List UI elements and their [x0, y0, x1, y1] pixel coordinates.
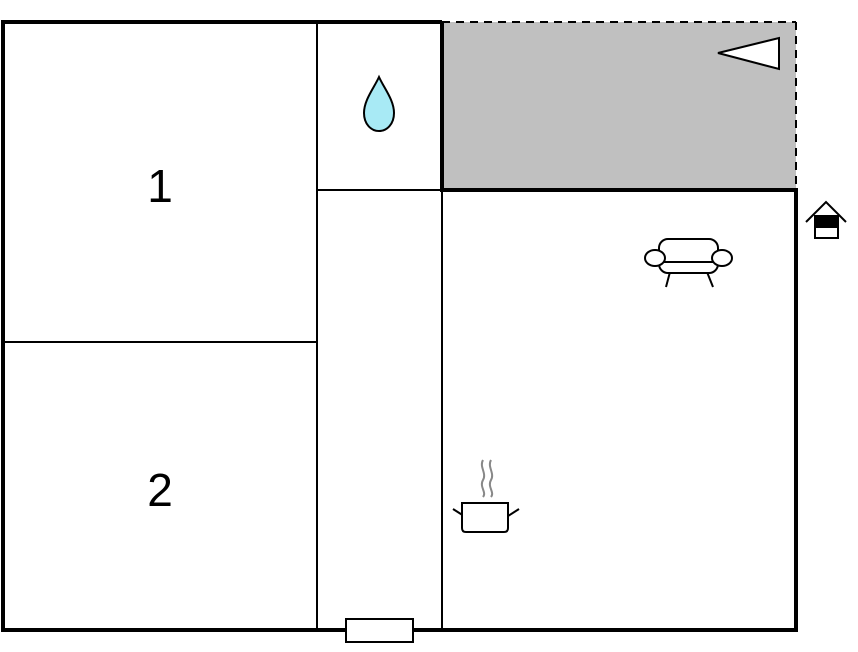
- sofa-arm-right: [711, 249, 733, 267]
- interior-walls: [3, 22, 443, 630]
- steam-line-left: [480, 459, 486, 498]
- room-1-label: 1: [147, 160, 173, 212]
- sofa-leg-left: [665, 271, 671, 288]
- pot-body: [461, 502, 509, 533]
- compass-triangle-icon: [717, 36, 780, 71]
- sofa-arm-left: [644, 249, 666, 267]
- house-door: [814, 215, 839, 228]
- water-drop-icon: [362, 74, 396, 133]
- cooking-pot-icon: [452, 459, 520, 533]
- house-entrance-icon: [805, 200, 847, 239]
- window-icon: [345, 618, 414, 643]
- sofa-leg-right: [706, 271, 714, 288]
- house-roof: [805, 200, 847, 223]
- pot-handle-right: [507, 508, 520, 517]
- steam-line-right: [488, 459, 494, 498]
- sofa-body: [658, 238, 719, 274]
- terrace: [442, 21, 797, 190]
- sofa-icon: [644, 238, 733, 288]
- room-2-label: 2: [147, 464, 173, 516]
